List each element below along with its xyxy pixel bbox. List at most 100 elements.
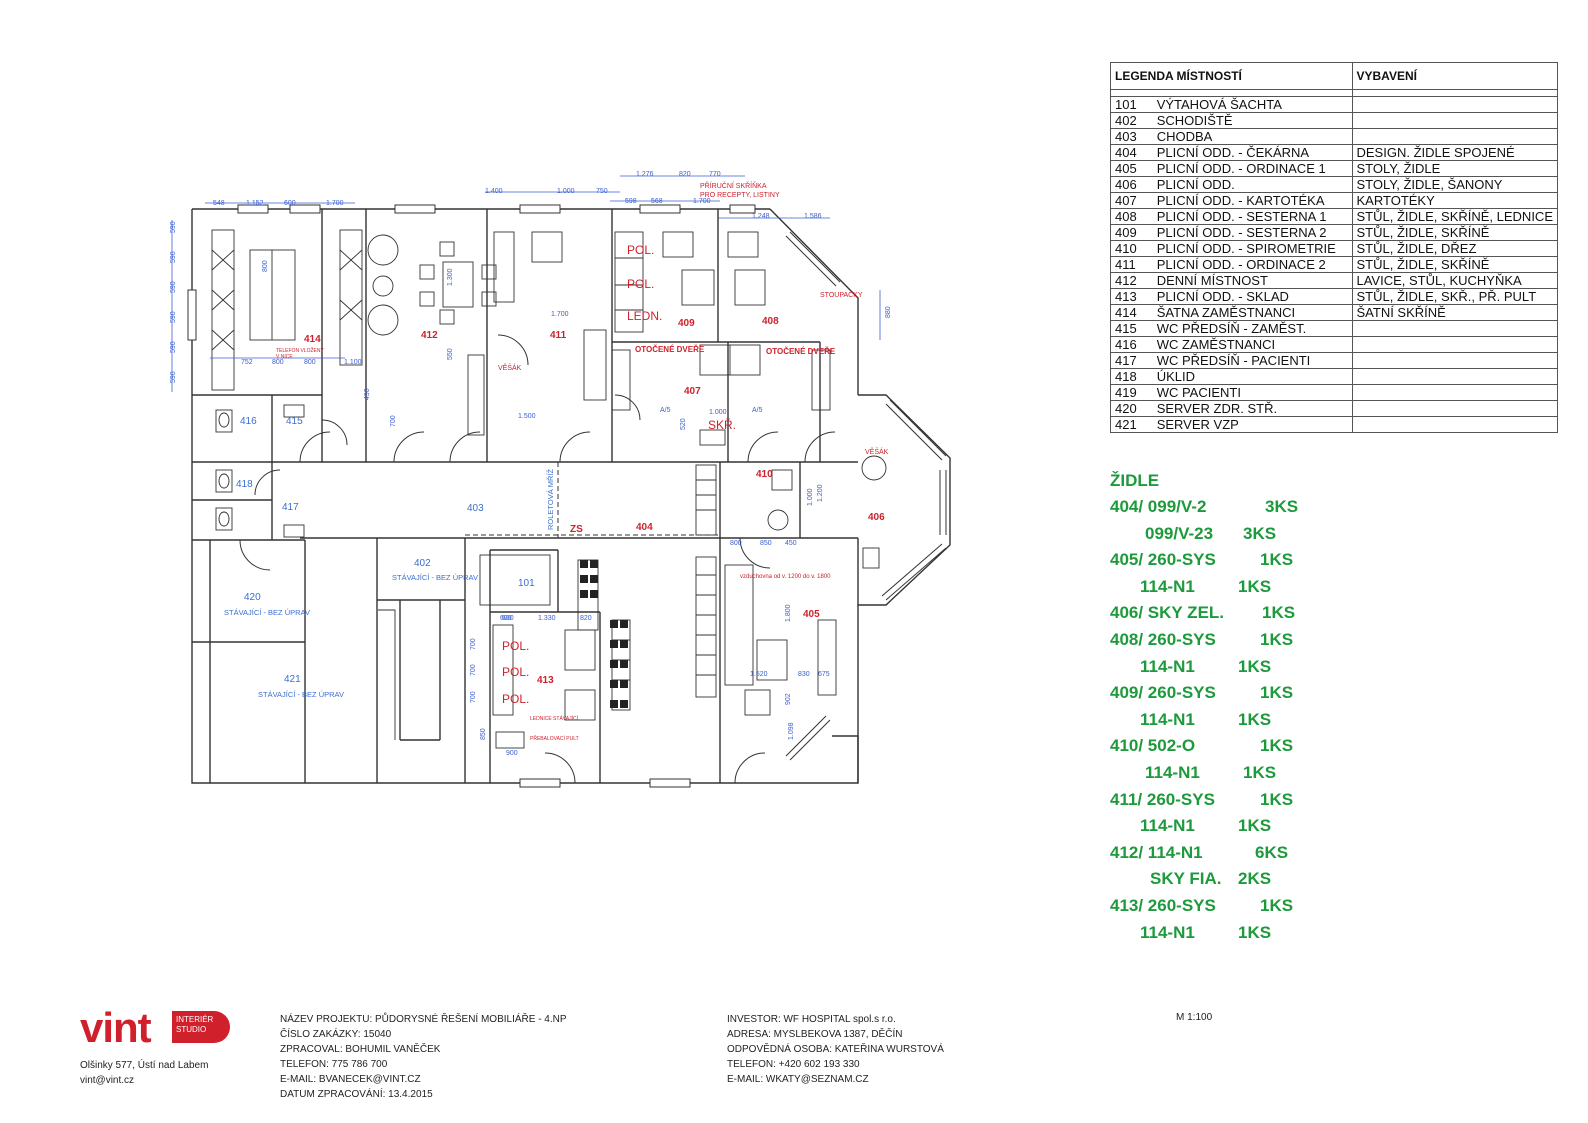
dimension-label: 1.248 xyxy=(752,213,770,220)
room-405: 405 xyxy=(803,609,820,620)
bay-windows xyxy=(785,231,947,761)
dimension-label: 700 xyxy=(470,638,477,650)
legend-equip: STOLY, ŽIDLE, ŠANONY xyxy=(1351,176,1558,193)
note-pol-2: POL. xyxy=(627,277,654,291)
dimension-label: 675 xyxy=(818,671,830,678)
dimension-label: A/5 xyxy=(660,407,671,414)
furniture xyxy=(211,229,887,749)
room-410: 410 xyxy=(756,469,773,480)
dimension-label: 1.100 xyxy=(344,359,362,366)
chair-qty: 1KS xyxy=(1238,656,1272,676)
note-rolling-grille: ROLETOVÁ MŘÍŽ xyxy=(546,468,555,530)
project-author: ZPRACOVAL: BOHUMIL VANĚČEK xyxy=(280,1044,441,1055)
legend-name: DENNÍ MÍSTNOST xyxy=(1152,272,1353,289)
dimension-label: 548 xyxy=(213,200,225,207)
logo-badge: INTERIÉR STUDIO xyxy=(172,1011,230,1043)
dimension-label: 1.500 xyxy=(518,413,536,420)
company-email: vint@vint.cz xyxy=(80,1075,135,1086)
investor-info: INVESTOR: WF HOSPITAL spol.s r.o. ADRESA… xyxy=(727,1012,944,1087)
dimension-label: 800 xyxy=(272,359,284,366)
dimension-label: 1.700 xyxy=(326,200,344,207)
room-414: 414 xyxy=(304,334,321,345)
legend-num: 406 xyxy=(1109,176,1153,193)
legend-equip xyxy=(1351,416,1558,433)
chair-qty: 1KS xyxy=(1260,789,1294,809)
company-address-block: Olšinky 577, Ústí nad Labem vint@vint.cz xyxy=(80,1058,208,1088)
legend-equip: STŮL, ŽIDLE, DŘEZ xyxy=(1351,240,1558,257)
note-rotated-door-1: OTOČENÉ DVEŘE xyxy=(635,345,705,354)
note-existing-402: STÁVAJÍCÍ - BEZ ÚPRAV xyxy=(392,573,478,582)
note-pol-5: POL. xyxy=(502,692,529,706)
legend-name: PLICNÍ ODD. - ČEKÁRNA xyxy=(1152,144,1353,161)
project-phone: TELEFON: 775 786 700 xyxy=(280,1059,388,1070)
chair-code: 099/V-23 xyxy=(1145,523,1214,543)
project-info: NÁZEV PROJEKTU: PŮDORYSNÉ ŘEŠENÍ MOBILIÁ… xyxy=(280,1012,567,1102)
chair-qty: 1KS xyxy=(1238,816,1272,836)
legend-equip: STOLY, ŽIDLE xyxy=(1351,160,1558,177)
dimension-label: 1.000 xyxy=(807,488,814,506)
chair-code: 410/ 502-O xyxy=(1110,736,1196,756)
chair-code: 114-N1 xyxy=(1140,922,1195,942)
chair-code: 411/ 260-SYS xyxy=(1110,789,1215,809)
dimension-label: 1.700 xyxy=(551,311,569,318)
legend-name: PLICNÍ ODD. - SKLAD xyxy=(1152,288,1353,305)
note-existing-421: STÁVAJÍCÍ - BEZ ÚPRAV xyxy=(258,690,344,699)
room-101: 101 xyxy=(518,578,535,589)
dimension-label: 598 xyxy=(625,198,637,205)
chair-qty: 1KS xyxy=(1260,736,1294,756)
room-404: 404 xyxy=(636,522,653,533)
room-408: 408 xyxy=(762,316,779,327)
note-rotated-door-2: OTOČENÉ DVEŘE xyxy=(766,347,836,356)
dimension-label: 850 xyxy=(480,728,487,740)
dimension-label: 1.300 xyxy=(447,268,454,286)
dimension-label: 1.000 xyxy=(709,409,727,416)
legend-name: PLICNÍ ODD. - KARTOTÉKA xyxy=(1152,192,1353,209)
dimension-label: 590 xyxy=(170,311,177,323)
room-403: 403 xyxy=(467,503,484,514)
dimension-label: 1.400 xyxy=(485,188,503,195)
note-cabinet: SKŘ. xyxy=(708,417,736,432)
dimension-label: 1.200 xyxy=(817,484,824,502)
dimension-label: 568 xyxy=(651,198,663,205)
note-fridge: LEDN. xyxy=(627,309,662,323)
legend-equip xyxy=(1351,320,1558,337)
dimension-label: 1.586 xyxy=(804,213,822,220)
dimension-label: 1.520 xyxy=(750,671,768,678)
dimension-label: 830 xyxy=(798,671,810,678)
legend-num: 415 xyxy=(1109,320,1153,337)
room-418: 418 xyxy=(236,479,253,490)
dimension-label: 590 xyxy=(170,371,177,383)
legend-name: WC PŘEDSÍŇ - ZAMĚST. xyxy=(1152,320,1353,337)
dimension-label: 520 xyxy=(680,418,687,430)
dimension-label: 820 xyxy=(580,615,592,622)
legend-num: 410 xyxy=(1109,240,1153,257)
room-415: 415 xyxy=(286,416,303,427)
dimension-label: 1.330 xyxy=(538,615,556,622)
windows xyxy=(187,204,756,788)
chair-qty: 3KS xyxy=(1243,523,1277,543)
legend-name: SERVER VZP xyxy=(1152,416,1353,433)
investor-phone: TELEFON: +420 602 193 330 xyxy=(727,1059,860,1070)
dimension-label: 600 xyxy=(502,615,514,622)
legend-name: CHODBA xyxy=(1152,128,1353,145)
dimension-label: 1.098 xyxy=(788,722,795,740)
legend-name: PLICNÍ ODD. - ORDINACE 2 xyxy=(1152,256,1353,273)
legend-spacer xyxy=(1109,89,1558,97)
investor-email: E-MAIL: WKATY@SEZNAM.CZ xyxy=(727,1074,869,1085)
company-address: Olšinky 577, Ústí nad Labem xyxy=(80,1060,209,1071)
note-coat-hanger-1: VĚŠÁK xyxy=(498,363,522,372)
legend-num: 101 xyxy=(1109,96,1153,113)
legend-num: 409 xyxy=(1109,224,1153,241)
chair-qty: 1KS xyxy=(1262,603,1296,623)
dimension-label: 1.000 xyxy=(557,188,575,195)
